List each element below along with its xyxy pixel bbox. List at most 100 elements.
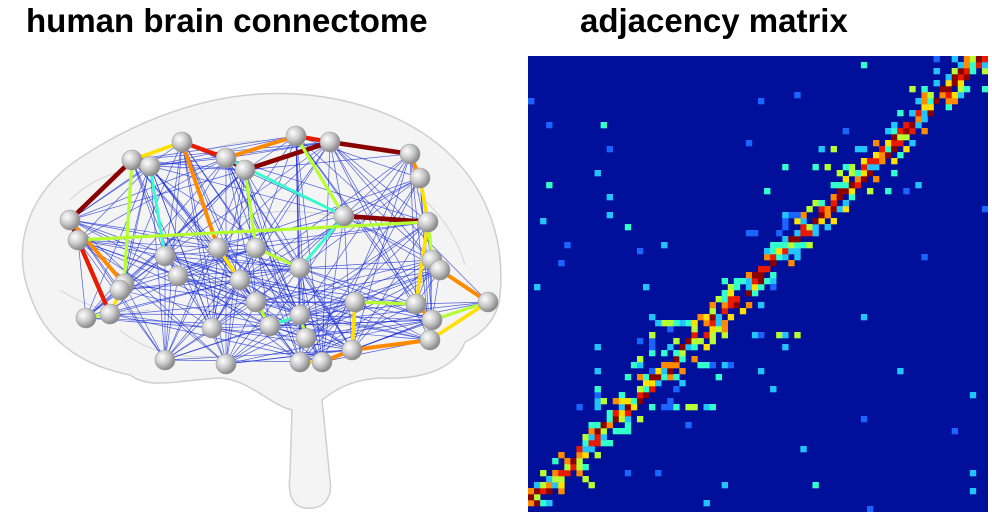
matrix-cell (812, 218, 819, 225)
matrix-cell (594, 392, 601, 399)
matrix-cell (957, 92, 965, 99)
matrix-cell (975, 62, 983, 69)
matrix-cell (800, 218, 807, 225)
matrix-cell (570, 458, 577, 465)
matrix-cell (860, 164, 868, 171)
matrix-cell (800, 446, 807, 453)
matrix-cell (582, 476, 589, 483)
brain-region-node (333, 205, 355, 227)
matrix-cell (600, 422, 607, 429)
weak-edge (164, 279, 241, 361)
matrix-cell (933, 56, 940, 63)
matrix-cell (691, 356, 698, 363)
matrix-cell (764, 254, 771, 261)
matrix-cell (546, 182, 553, 189)
matrix-cell (552, 470, 559, 477)
strong-edge (341, 213, 431, 225)
matrix-cell (636, 356, 644, 363)
matrix-cell (600, 434, 607, 441)
matrix-cell (758, 332, 765, 339)
weak-edge (119, 247, 257, 291)
matrix-cell (655, 320, 662, 327)
matrix-cell (842, 206, 850, 213)
matrix-cell (655, 368, 662, 375)
matrix-cell (830, 218, 837, 225)
matrix-cell (794, 332, 801, 339)
matrix-cell (709, 326, 716, 333)
matrix-cell (588, 428, 595, 435)
weak-edge (211, 327, 307, 339)
weak-edge (299, 153, 411, 316)
matrix-cell (891, 158, 898, 165)
matrix-cell (546, 482, 553, 489)
weak-edge (149, 165, 246, 171)
weak-edge (211, 141, 331, 329)
matrix-cell (818, 218, 825, 225)
matrix-cell (764, 248, 771, 255)
weak-edge (343, 177, 421, 217)
matrix-cell (636, 416, 644, 423)
strong-edge (414, 220, 430, 306)
matrix-cell (788, 212, 795, 219)
matrix-cell (540, 470, 547, 477)
matrix-cell (618, 398, 626, 405)
strong-edge (76, 220, 430, 242)
matrix-cell (764, 278, 771, 285)
matrix-cell (758, 278, 765, 285)
matrix-cell (891, 140, 898, 147)
matrix-cell (860, 158, 868, 165)
brain-region-node (171, 131, 193, 153)
matrix-cell (685, 344, 692, 351)
matrix-cell (963, 68, 971, 75)
weak-edge (177, 247, 257, 277)
strong-edge (75, 237, 113, 317)
matrix-cell (727, 284, 735, 291)
strong-edge (242, 139, 333, 173)
matrix-cell (921, 128, 928, 135)
brain-region-node (245, 237, 267, 259)
matrix-panel-title: adjacency matrix (580, 2, 848, 39)
matrix-cell (921, 254, 928, 261)
weak-edge (299, 177, 421, 269)
brain-region-node (245, 291, 267, 313)
brain-region-node (289, 304, 311, 326)
matrix-cell (848, 194, 856, 201)
matrix-cell (945, 98, 952, 105)
matrix-cell (636, 386, 644, 393)
matrix-cell (848, 164, 856, 171)
matrix-cell (921, 86, 928, 93)
matrix-cell (528, 500, 535, 507)
matrix-cell (612, 416, 620, 423)
weak-edge (164, 255, 241, 281)
weak-edge (299, 314, 353, 351)
matrix-cell (679, 380, 686, 387)
matrix-cell (770, 272, 777, 279)
matrix-cell (873, 140, 880, 147)
matrix-cell (673, 404, 680, 411)
matrix-cell (715, 314, 722, 321)
matrix-cells (528, 56, 988, 512)
matrix-cell (649, 338, 656, 345)
weak-edge (217, 247, 301, 269)
matrix-cell (630, 398, 638, 405)
weak-edge (123, 165, 151, 285)
matrix-cell (860, 146, 868, 153)
matrix-cell (794, 212, 801, 219)
matrix-cell (957, 68, 965, 75)
matrix-cell (624, 422, 632, 429)
matrix-cell (709, 320, 716, 327)
matrix-cell (691, 404, 698, 411)
weak-edge (239, 279, 431, 341)
matrix-cell (594, 386, 601, 393)
matrix-cell (770, 260, 777, 267)
matrix-cell (649, 404, 656, 411)
matrix-cell (788, 260, 795, 267)
weak-edge (225, 279, 241, 365)
weak-edge (69, 165, 151, 221)
matrix-cell (860, 62, 868, 69)
weak-edge (255, 247, 301, 363)
matrix-cell (739, 308, 747, 315)
matrix-cell (697, 338, 704, 345)
weak-edge (77, 239, 166, 257)
weak-edge (211, 215, 345, 329)
